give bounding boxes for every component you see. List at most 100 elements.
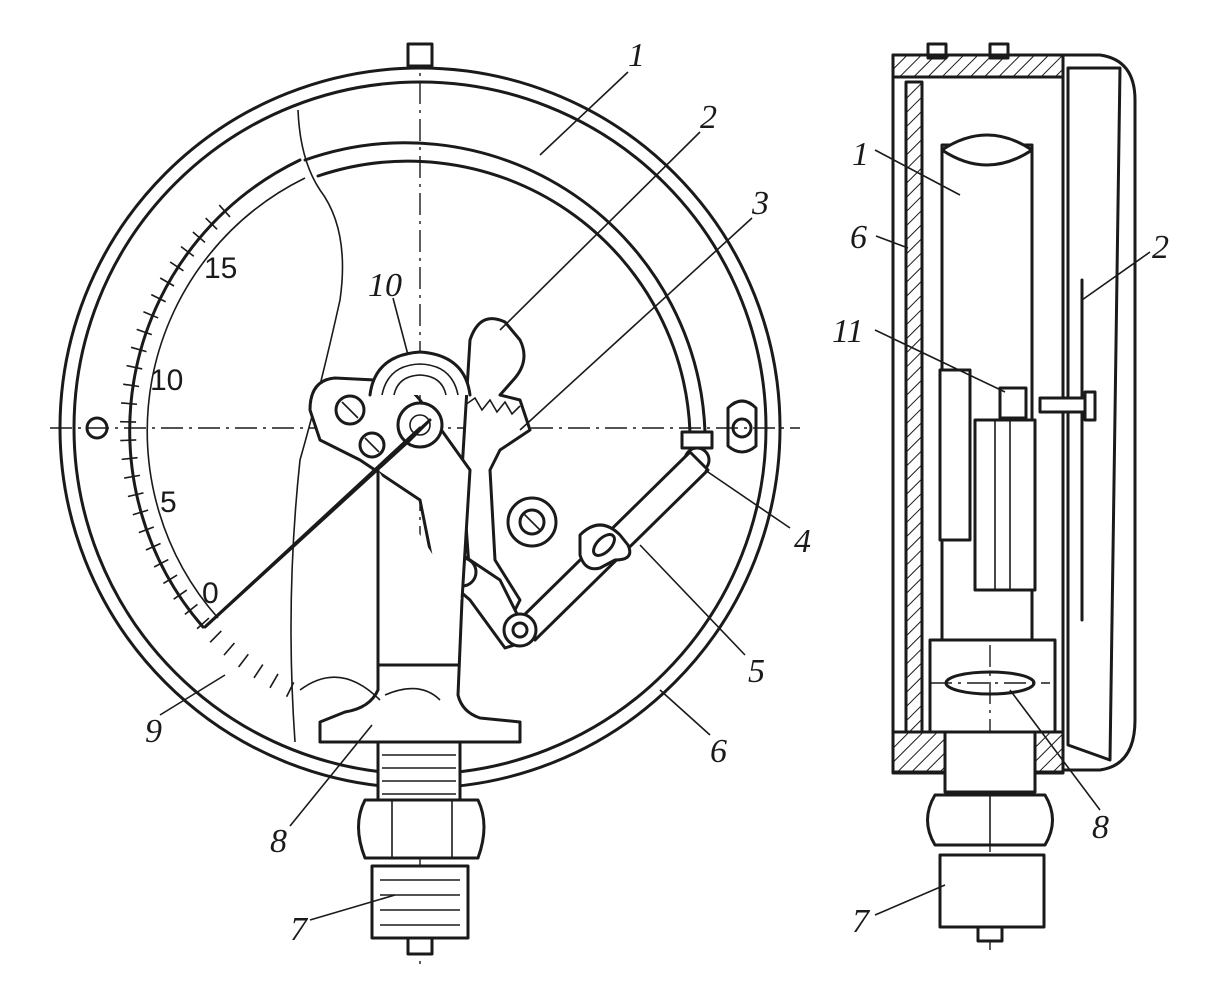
label-2: 2 (700, 99, 717, 136)
pointer-edge (203, 426, 422, 629)
side-label-1: 1 (852, 136, 869, 173)
scale-tick (209, 630, 222, 643)
hairspring-coil-1 (381, 363, 459, 396)
side-bezel (1061, 53, 1137, 772)
side-view: 1 6 2 11 8 7 (832, 42, 1169, 950)
thread-hatch (382, 754, 456, 795)
scale-tick (123, 383, 140, 388)
scale-tick (196, 617, 210, 630)
label-3: 3 (751, 185, 769, 222)
side-movement-body (973, 418, 1037, 592)
scale-tick (120, 402, 138, 406)
side-pointer-hub (1083, 390, 1097, 422)
left-mounting-lug (85, 416, 109, 440)
scale-tick (138, 526, 155, 534)
fitting-tip (406, 936, 434, 956)
scale-tick (162, 574, 178, 585)
side-label-11: 11 (832, 313, 863, 350)
sector-pivot-slot (523, 513, 541, 531)
side-leader-lines (874, 149, 1151, 916)
side-hairspring (998, 386, 1028, 420)
scale-tick (127, 492, 144, 498)
side-movement-plate (938, 368, 972, 542)
side-tube-end (940, 133, 1034, 167)
socket-channel (384, 687, 441, 701)
scale-tick (173, 589, 188, 600)
threaded-fitting (370, 864, 470, 940)
front-leader-lines (159, 71, 791, 921)
side-case-top (891, 53, 1065, 79)
adjust-slot-hole (592, 533, 616, 557)
scale-tick (205, 217, 218, 230)
scale-tick (124, 474, 141, 479)
scale-tick (159, 277, 175, 287)
lower-link-pin (511, 621, 529, 639)
scale-number-0: 0 (202, 577, 219, 610)
pinion-hub (396, 401, 444, 449)
scale-tick (184, 603, 198, 615)
scale-tick (269, 673, 279, 689)
scale-number-10: 10 (150, 364, 183, 397)
front-view: 0 5 10 15 1 2 3 10 4 5 6 9 8 7 (50, 37, 811, 965)
union-nut (357, 798, 486, 860)
pinion-shaft (409, 414, 431, 436)
scale-tick (121, 456, 138, 461)
rod-adjust-slot (578, 523, 632, 571)
scale-tick (132, 509, 149, 516)
dial-scale-inner-arc (146, 177, 306, 619)
scale-tick (223, 642, 236, 656)
label-1: 1 (628, 37, 645, 74)
scale-tick (153, 558, 169, 568)
dial-scale-outer-arc (128, 158, 302, 629)
right-lug-hole (731, 417, 753, 439)
side-fitting-tip (976, 925, 1004, 943)
side-label-6: 6 (850, 219, 867, 256)
scale-tick (180, 245, 195, 257)
dial-cutaway-edge (290, 109, 344, 743)
sector-teeth (464, 396, 521, 416)
threaded-neck (376, 740, 462, 802)
side-threaded-fitting (938, 853, 1046, 929)
label-8: 8 (270, 823, 287, 860)
right-mounting-lug (726, 399, 758, 454)
top-stud (406, 42, 434, 68)
label-10: 10 (368, 267, 402, 304)
scale-tick (237, 653, 249, 668)
scale-tick (143, 311, 159, 319)
scale-number-5: 5 (160, 486, 177, 519)
scale-tick (126, 364, 143, 370)
scale-tick (218, 204, 231, 218)
side-glass (1066, 66, 1122, 762)
dial-lower-cutaway (299, 676, 381, 701)
scale-tick (120, 439, 137, 442)
frame-screw-2-slot (364, 437, 380, 453)
side-label-8: 8 (1092, 809, 1109, 846)
label-6: 6 (710, 733, 727, 770)
scale-tick (136, 328, 153, 336)
bourdon-tube-outer (303, 141, 707, 434)
toothed-sector (460, 317, 532, 622)
label-4: 4 (794, 523, 811, 560)
dial-scale-ticks (120, 204, 295, 698)
side-case-wall (904, 80, 924, 734)
bourdon-tube-inner (316, 159, 692, 434)
scale-tick (169, 261, 184, 272)
label-9: 9 (145, 713, 162, 750)
label-5: 5 (748, 653, 765, 690)
scale-tick (192, 231, 206, 244)
frame-screw-1-slot (341, 401, 359, 419)
side-threaded-neck (943, 730, 1037, 794)
side-label-2: 2 (1152, 229, 1169, 266)
scale-number-15: 15 (204, 252, 237, 285)
scale-tick (145, 542, 161, 551)
hairspring-coil-2 (393, 374, 447, 396)
scale-tick (253, 664, 264, 679)
hairspring-outer (368, 350, 472, 397)
scale-tick (130, 346, 147, 353)
scale-tick (150, 293, 166, 303)
label-7: 7 (290, 911, 309, 948)
tube-tip (680, 430, 714, 450)
side-label-7: 7 (852, 903, 871, 940)
